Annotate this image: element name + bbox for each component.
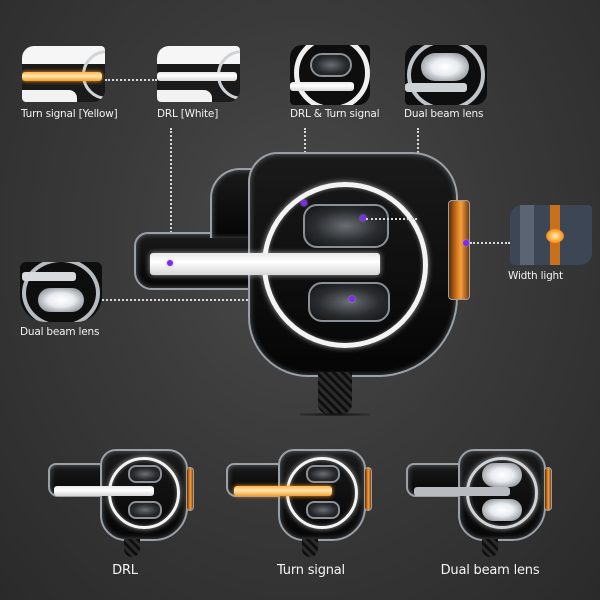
- turn-signal-bar: [234, 486, 332, 496]
- label-dual-beam-lens-top: Dual beam lens: [404, 108, 484, 120]
- thumbnail-dual-beam-lens-left: [20, 262, 102, 322]
- width-light-glow: [546, 229, 564, 243]
- drl-light-bar: [150, 253, 380, 275]
- turn-signal-bar: [22, 72, 102, 81]
- beam-lens-glow: [38, 288, 84, 312]
- leader-line-turn-to-drl: [105, 79, 157, 81]
- mode-preview-dual-beam-lens: [406, 447, 556, 557]
- leader-line-left-beam: [102, 299, 352, 301]
- marker-dot-lower-lens: [349, 296, 355, 302]
- marker-dot-halo: [301, 200, 307, 206]
- leader-line-drl: [170, 128, 172, 260]
- beam-lens-glow: [421, 53, 469, 81]
- mode-label-turn-signal: Turn signal: [277, 563, 345, 578]
- thumbnail-drl-white: [157, 46, 240, 102]
- mode-preview-drl: [48, 447, 198, 557]
- marker-dot-drl: [167, 260, 173, 266]
- drl-bar: [157, 72, 237, 81]
- marker-dot-upper-lens: [360, 215, 366, 221]
- thumbnail-width-light: [510, 205, 592, 265]
- leader-line-upper-lens: [366, 218, 417, 220]
- mode-label-drl: DRL: [112, 563, 138, 578]
- beam-lens-glow: [482, 463, 522, 487]
- width-light-amber: [448, 200, 470, 300]
- mode-preview-turn-signal: [226, 447, 376, 557]
- thumbnail-dual-beam-lens: [405, 45, 487, 105]
- leader-line-width-light: [470, 242, 510, 244]
- label-dual-beam-lens-left: Dual beam lens: [20, 326, 100, 338]
- label-width-light: Width light: [508, 270, 563, 282]
- drl-bar: [290, 82, 354, 91]
- label-turn-signal-yellow: Turn signal [Yellow]: [21, 108, 118, 120]
- upper-projector-lens: [303, 204, 389, 248]
- mode-label-dual-beam-lens: Dual beam lens: [440, 563, 540, 578]
- label-drl-white: DRL [White]: [157, 108, 219, 120]
- beam-lens-glow: [482, 499, 522, 521]
- thumbnail-drl-and-turn-signal: [290, 45, 370, 105]
- label-drl-and-turn-signal: DRL & Turn signal: [290, 108, 380, 120]
- marker-dot-width-light: [463, 240, 469, 246]
- thumbnail-turn-signal-yellow: [22, 46, 105, 102]
- mounting-bracket: [318, 372, 352, 414]
- lower-projector-lens: [308, 282, 390, 322]
